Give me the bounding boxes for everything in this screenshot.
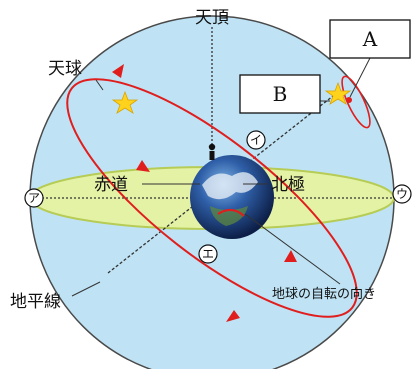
person-icon <box>208 143 216 160</box>
earth-icon <box>190 155 274 239</box>
box-b-label: B <box>273 82 288 106</box>
leader-line-horizon <box>71 281 101 297</box>
point-a-label: ア <box>28 191 40 205</box>
celestial-sphere-label: 天球 <box>48 59 82 79</box>
zenith-label: 天頂 <box>195 8 229 28</box>
horizon-label: 地平線 <box>10 292 61 312</box>
box-a <box>329 19 411 59</box>
point-i-label: イ <box>250 133 262 147</box>
earth-rotation-label: 地球の自転の向き <box>272 286 376 302</box>
star-icon <box>324 81 352 105</box>
point-u-label: ウ <box>396 187 408 201</box>
leader-line-a <box>349 57 371 98</box>
arrow-icon <box>284 250 297 262</box>
arrow-icon <box>136 160 150 172</box>
equator-label: 赤道 <box>94 175 128 195</box>
point-e-marker: エ <box>198 244 218 264</box>
point-e-label: エ <box>202 247 214 261</box>
box-b <box>239 74 321 114</box>
small-orbit <box>341 75 371 129</box>
arrow-icon <box>226 310 240 322</box>
leader-line-earth-rotation <box>244 213 341 285</box>
point-i-marker: イ <box>246 130 266 150</box>
arrow-icon <box>112 64 124 78</box>
north-pole-label: 北極 <box>271 175 305 195</box>
star-icon <box>111 90 139 114</box>
point-a-marker: ア <box>24 188 44 208</box>
leader-line-celestial-sphere <box>95 79 104 91</box>
point-u-marker: ウ <box>392 184 412 204</box>
star-point <box>346 97 352 103</box>
box-a-label: A <box>362 27 378 51</box>
diurnal-orbit <box>66 78 358 318</box>
